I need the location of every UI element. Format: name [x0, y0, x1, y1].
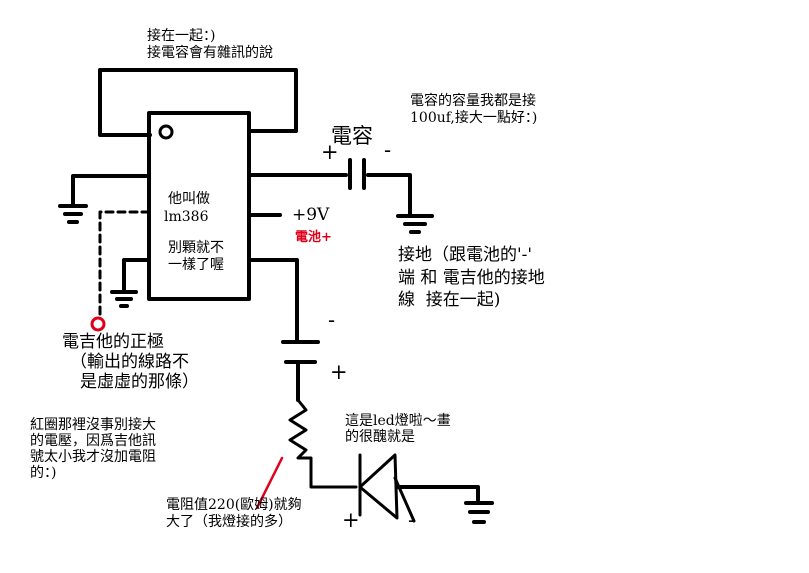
ic-label-line-2: lm386 — [164, 209, 209, 225]
guitar-input-red-circle — [90, 316, 106, 332]
led-to-ground-wire — [395, 485, 480, 502]
resistor-note-line-2: 大了（我燈接的多） — [166, 514, 292, 530]
guitar-positive-line-2: （輸出的線路不 — [70, 352, 189, 372]
led-plus-sign: + — [342, 508, 360, 532]
lower-ground-wire — [122, 258, 151, 294]
capacitor-plus-sign: + — [321, 140, 339, 164]
guitar-positive-line-3: 是虛虛的那條） — [80, 372, 199, 392]
capacitor-to-ground-wire — [366, 173, 412, 216]
battery-plus-sign: + — [330, 360, 348, 384]
red-circle-note-line-1: 紅圈那裡沒事別接大 — [30, 417, 156, 433]
capacitor-note-line-1: 電容的容量我都是接 — [410, 93, 536, 109]
top-note-line-1: 接在一起：) — [147, 28, 216, 44]
lm386-chip-body — [147, 111, 251, 301]
capacitor-title: 電容 — [331, 124, 373, 148]
ic-label-line-3: 別顆就不 — [168, 240, 224, 256]
ic-label-line-4: 一樣了喔 — [168, 257, 224, 273]
capacitor-minus-sign: - — [384, 138, 392, 162]
led-emission-arrow — [393, 476, 416, 523]
led-note-line-1: 這是led燈啦～畫 — [345, 413, 451, 429]
pin1-pin8-loop-wire — [98, 68, 298, 137]
red-circle-note-line-2: 的電壓，因爲吉他訊 — [30, 433, 156, 449]
guitar-positive-line-1: 電吉他的正極 — [62, 332, 164, 352]
capacitor-note-line-2: 100uf,接大一點好：) — [410, 110, 538, 126]
left-ground-wire — [71, 174, 151, 206]
resistor-note-line-1: 電阻值220(歐姆)就夠 — [166, 497, 302, 513]
plus9v-label: +9V — [292, 205, 330, 225]
resistor-zigzag — [288, 398, 358, 489]
red-circle-note-line-4: 的：) — [30, 465, 57, 481]
battery-plus-label: 電池+ — [295, 230, 332, 245]
battery-wire — [247, 258, 299, 342]
pointer-line — [255, 456, 284, 510]
ic-label-line-1: 他叫做 — [168, 191, 210, 207]
led-minus-sign: - — [408, 508, 416, 532]
pin1-marker — [158, 124, 174, 140]
battery-minus-sign: - — [328, 308, 336, 332]
led-note-line-2: 的很醜就是 — [345, 429, 415, 445]
led-triangle — [358, 453, 399, 520]
ground-note-line-1: 接地（跟電池的'-' — [398, 245, 533, 265]
ground-note-line-3: 線 接在一起) — [398, 290, 501, 310]
ground-note-line-2: 端 和 電吉他的接地 — [398, 268, 545, 288]
red-circle-note-line-3: 號太小我才沒加電阻 — [30, 449, 156, 465]
guitar-input-dashed-wire — [98, 210, 151, 320]
top-note-line-2: 接電容會有雜訊的說 — [147, 45, 273, 61]
